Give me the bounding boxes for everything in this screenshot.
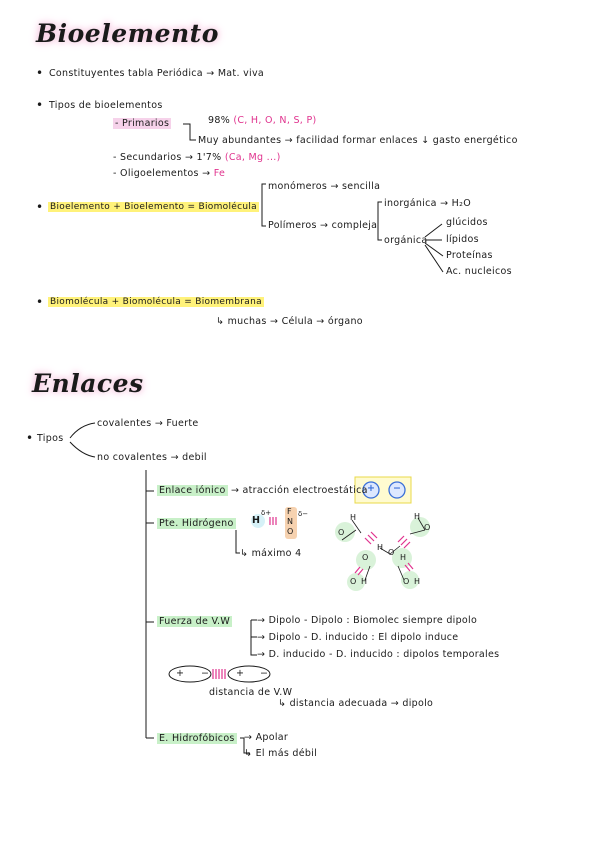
dipole-minus: − bbox=[260, 668, 269, 679]
f-atom: F bbox=[287, 507, 292, 516]
water-o: O bbox=[403, 577, 410, 586]
note-apolar: → Apolar bbox=[244, 732, 289, 743]
label-ionico: Enlace iónico → atracción electroestátic… bbox=[157, 485, 368, 496]
biomolecula-equation: Bioelemento + Bioelemento = Biomolécula bbox=[48, 202, 259, 212]
note-debil: ↳ El más débil bbox=[244, 748, 318, 759]
water-h: H bbox=[414, 512, 421, 521]
note-polimeros: Polímeros → compleja bbox=[268, 220, 378, 231]
eq-biomolecula: Bioelemento + Bioelemento = Biomolécula bbox=[48, 202, 259, 212]
note-inorganica: inorgánica → H₂O bbox=[384, 198, 471, 209]
oligo-text: - Oligoelementos → bbox=[113, 168, 211, 179]
hidrogeno-text: Pte. Hidrógeno bbox=[157, 518, 236, 529]
bullet-icon: • bbox=[36, 200, 44, 214]
bullet-icon: • bbox=[26, 431, 34, 445]
water-o: O bbox=[388, 548, 395, 557]
note-maximo: ↳ máximo 4 bbox=[240, 548, 302, 559]
water-h: H bbox=[361, 577, 368, 586]
water-h: H bbox=[350, 513, 357, 522]
note-tipos-enlaces: Tipos bbox=[37, 433, 64, 444]
water-o: O bbox=[350, 577, 357, 586]
h-charge: δ+ bbox=[261, 509, 272, 517]
note-vdw-2: → Dipolo - D. inducido : El dipolo induc… bbox=[257, 632, 459, 643]
note-glucidos: glúcidos bbox=[446, 217, 488, 228]
n-atom: N bbox=[287, 517, 294, 526]
bullet-icon: • bbox=[36, 98, 44, 112]
ion-minus: − bbox=[393, 483, 402, 494]
ionico-desc: → atracción electroestática bbox=[230, 485, 368, 496]
water-h: H bbox=[414, 577, 421, 586]
label-secundarios: - Secundarios → 1'7% (Ca, Mg ...) bbox=[113, 152, 281, 163]
vdw-text: Fuerza de V.W bbox=[157, 616, 233, 627]
label-oligoelementos: - Oligoelementos → Fe bbox=[113, 168, 225, 179]
note-monomeros: monómeros → sencilla bbox=[268, 181, 381, 192]
primarios-text: - Primarios bbox=[113, 118, 172, 129]
bullet-icon: • bbox=[36, 66, 44, 80]
secundarios-text: - Secundarios → 1'7% bbox=[113, 152, 222, 163]
note-no-covalentes: no covalentes → debil bbox=[97, 452, 207, 463]
section-title-enlaces: Enlaces bbox=[32, 369, 144, 398]
primarios-percent: 98% (C, H, O, N, S, P) bbox=[208, 115, 316, 126]
note-nucleicos: Ac. nucleicos bbox=[446, 266, 512, 277]
oligo-fe: Fe bbox=[213, 168, 226, 179]
water-o: O bbox=[362, 553, 369, 562]
note-covalentes: covalentes → Fuerte bbox=[97, 418, 199, 429]
note-organica: orgánica bbox=[384, 235, 428, 246]
ionico-text: Enlace iónico bbox=[157, 485, 228, 496]
note-muchas: ↳ muchas → Célula → órgano bbox=[216, 316, 363, 327]
bullet-icon: • bbox=[36, 295, 44, 309]
note-lipidos: lípidos bbox=[446, 234, 479, 245]
o-atom: O bbox=[287, 527, 294, 536]
water-o: O bbox=[424, 523, 431, 532]
primarios-pct: 98% bbox=[208, 115, 231, 126]
eq-biomembrana: Biomolécula + Biomolécula = Biomembrana bbox=[48, 297, 264, 307]
primarios-list: (C, H, O, N, S, P) bbox=[233, 115, 317, 126]
water-h: H bbox=[377, 543, 384, 552]
secundarios-list: (Ca, Mg ...) bbox=[224, 152, 281, 163]
note-constituyentes: Constituyentes tabla Periódica → Mat. vi… bbox=[49, 68, 265, 79]
note-proteinas: Proteínas bbox=[446, 250, 493, 261]
section-title-bioelemento: Bioelemento bbox=[36, 19, 219, 48]
note-distancia: distancia de V.W bbox=[209, 687, 293, 698]
ion-plus: + bbox=[367, 483, 376, 494]
biomembrana-equation: Biomolécula + Biomolécula = Biomembrana bbox=[48, 297, 264, 307]
note-tipos-bioelementos: Tipos de bioelementos bbox=[49, 100, 163, 111]
label-hidrofobicos: E. Hidrofóbicos bbox=[157, 733, 237, 744]
water-o: O bbox=[338, 528, 345, 537]
dipole-plus: + bbox=[236, 668, 245, 679]
note-vdw-1: → Dipolo - Dipolo : Biomolec siempre dip… bbox=[257, 615, 478, 626]
dipole-minus: − bbox=[201, 668, 210, 679]
label-hidrogeno: Pte. Hidrógeno bbox=[157, 518, 236, 529]
hidrofobicos-text: E. Hidrofóbicos bbox=[157, 733, 237, 744]
label-primarios: - Primarios bbox=[113, 118, 172, 129]
note-vdw-3: → D. inducido - D. inducido : dipolos te… bbox=[257, 649, 500, 660]
primarios-desc: Muy abundantes → facilidad formar enlace… bbox=[198, 135, 518, 146]
label-vdw: Fuerza de V.W bbox=[157, 616, 233, 627]
water-h: H bbox=[400, 553, 407, 562]
neg-charge: δ− bbox=[298, 510, 309, 518]
note-distancia-2: ↳ distancia adecuada → dipolo bbox=[278, 698, 434, 709]
h-atom: H bbox=[252, 515, 261, 526]
dipole-plus: + bbox=[176, 668, 185, 679]
